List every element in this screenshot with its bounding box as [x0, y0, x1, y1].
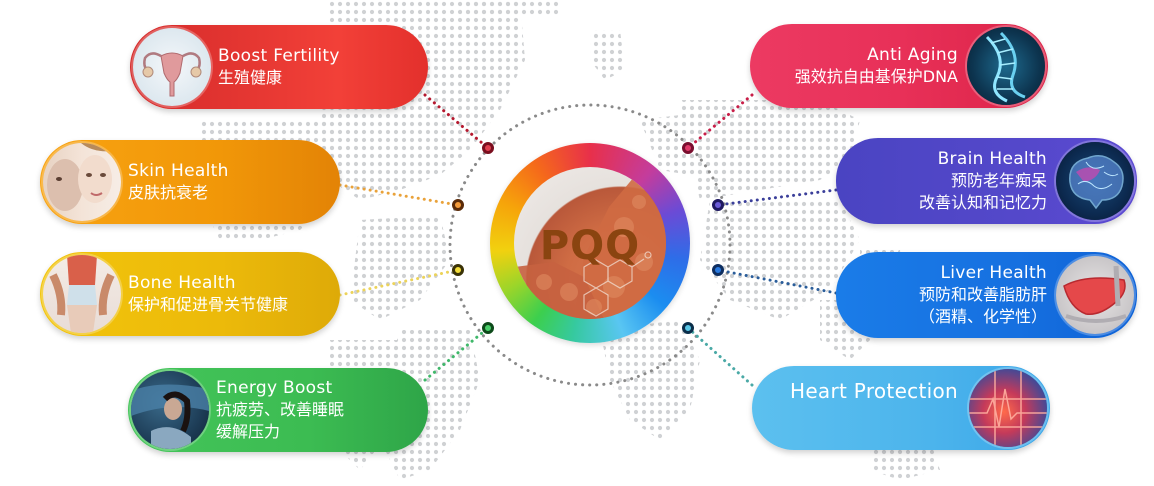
connector-anti-aging — [686, 93, 754, 150]
benefit-title-en: Skin Health — [128, 161, 229, 181]
knee-joint-icon — [43, 255, 121, 333]
node-heart-protection — [682, 322, 694, 334]
node-liver-health — [712, 264, 724, 276]
connector-heart-protection — [686, 326, 754, 387]
connector-liver-health — [716, 268, 838, 295]
pqq-label: PQQ — [539, 223, 641, 269]
benefit-liver-health: Liver Health 预防和改善脂肪肝 （酒精、化学性） — [836, 252, 1137, 338]
benefit-desc-zh: 预防老年痴呆 — [950, 171, 1047, 190]
orbit-circle — [448, 103, 732, 387]
connector-boost-fertility — [423, 93, 490, 150]
benefit-text: Brain Health 预防老年痴呆 改善认知和记忆力 — [919, 138, 1047, 224]
benefit-text: Heart Protection — [790, 366, 958, 450]
pqq-powder-image: PQQ — [514, 167, 666, 319]
benefit-brain-health: Brain Health 预防老年痴呆 改善认知和记忆力 — [836, 138, 1137, 224]
benefit-bone-health: Bone Health 保护和促进骨关节健康 — [40, 252, 340, 336]
benefit-desc-zh: 缓解压力 — [216, 422, 281, 441]
connector-brain-health — [716, 188, 838, 207]
node-brain-health — [712, 199, 724, 211]
benefit-text: Boost Fertility 生殖健康 — [218, 25, 340, 109]
node-boost-fertility — [482, 142, 494, 154]
benefit-text: Energy Boost 抗疲劳、改善睡眠 缓解压力 — [216, 368, 344, 452]
heart-icon — [969, 369, 1047, 447]
pqq-center-ring: PQQ — [490, 143, 690, 343]
node-anti-aging — [682, 142, 694, 154]
benefit-anti-aging: Anti Aging 强效抗自由基保护DNA — [750, 24, 1048, 108]
benefit-desc-zh: （酒精、化学性） — [918, 307, 1047, 326]
benefit-desc-zh: 改善认知和记忆力 — [918, 193, 1047, 212]
brain-icon — [1056, 142, 1134, 220]
benefit-desc-zh: 皮肤抗衰老 — [128, 183, 209, 202]
benefit-text: Anti Aging 强效抗自由基保护DNA — [795, 24, 958, 108]
dna-icon — [967, 27, 1045, 105]
benefit-text: Liver Health 预防和改善脂肪肝 （酒精、化学性） — [919, 252, 1047, 338]
benefit-energy-boost: Energy Boost 抗疲劳、改善睡眠 缓解压力 — [128, 368, 428, 452]
connector-bone-health — [338, 268, 460, 297]
benefit-skin-health: Skin Health 皮肤抗衰老 — [40, 140, 340, 224]
benefit-boost-fertility: Boost Fertility 生殖健康 — [130, 25, 428, 109]
benefit-text: Bone Health 保护和促进骨关节健康 — [128, 252, 288, 336]
benefit-text: Skin Health 皮肤抗衰老 — [128, 140, 229, 224]
node-energy-boost — [482, 322, 494, 334]
connector-energy-boost — [423, 326, 490, 382]
benefit-title-en: Brain Health — [937, 149, 1047, 169]
node-skin-health — [452, 199, 464, 211]
uterus-icon — [133, 28, 211, 106]
benefit-title-en: Anti Aging — [867, 45, 958, 65]
continent-dots — [200, 0, 940, 480]
molecule-structure-icon — [514, 167, 666, 319]
liver-icon — [1056, 256, 1134, 334]
benefit-title-en: Energy Boost — [216, 378, 333, 398]
benefit-heart-protection: Heart Protection — [752, 366, 1050, 450]
benefit-desc-zh: 保护和促进骨关节健康 — [128, 295, 289, 314]
benefit-desc-zh: 强效抗自由基保护DNA — [794, 67, 958, 86]
benefit-title-en: Heart Protection — [789, 379, 958, 403]
benefit-title-en: Bone Health — [128, 273, 236, 293]
benefit-title-en: Boost Fertility — [218, 46, 340, 66]
benefit-desc-zh: 预防和改善脂肪肝 — [918, 285, 1047, 304]
node-bone-health — [452, 264, 464, 276]
connector-skin-health — [338, 183, 460, 207]
face-icon — [43, 143, 121, 221]
benefit-desc-zh: 生殖健康 — [218, 68, 283, 87]
sleeping-woman-icon — [131, 371, 209, 449]
benefit-desc-zh: 抗疲劳、改善睡眠 — [216, 400, 345, 419]
benefit-title-en: Liver Health — [940, 263, 1047, 283]
